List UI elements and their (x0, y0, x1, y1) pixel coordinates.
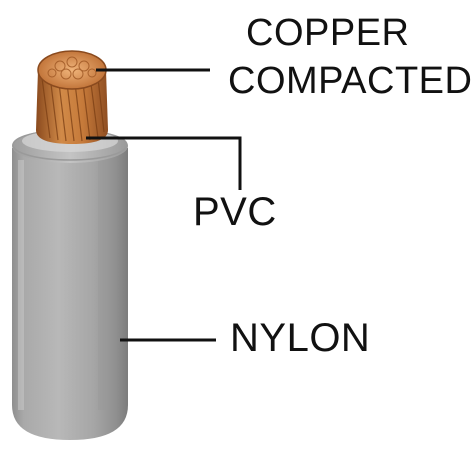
pvc-label: PVC (193, 190, 277, 234)
leader-lines (86, 68, 242, 342)
copper-label-line2: COMPACTED (228, 60, 472, 102)
nylon-label: NYLON (230, 316, 371, 360)
nylon-jacket (12, 148, 128, 440)
pvc-leader-line (86, 136, 242, 190)
copper-label-line1: COPPER (246, 12, 410, 54)
copper-conductor (36, 50, 108, 144)
